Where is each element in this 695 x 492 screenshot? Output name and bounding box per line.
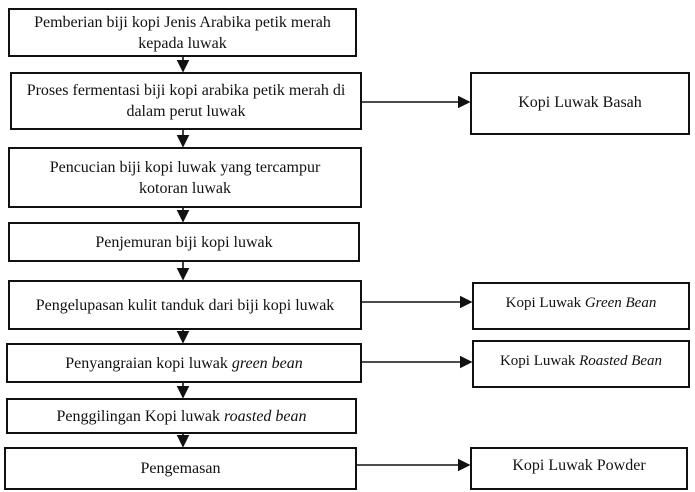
step-box-5: Pengelupasan kulit tanduk dari biji kopi… xyxy=(8,280,362,330)
step-7-text: Penggilingan Kopi luwak xyxy=(56,407,225,425)
step-box-2: Proses fermentasi biji kopi arabika peti… xyxy=(10,72,362,130)
step-7-italic: roasted bean xyxy=(224,407,307,425)
step-box-4: Penjemuran biji kopi luwak xyxy=(8,222,360,262)
step-box-8: Pengemasan xyxy=(4,447,357,490)
step-box-1: Pemberian biji kopi Jenis Arabika petik … xyxy=(8,8,357,57)
output-box-green-bean: Kopi Luwak Green Bean xyxy=(472,282,690,330)
step-1-text: Pemberian biji kopi Jenis Arabika petik … xyxy=(34,13,331,52)
step-4-text: Penjemuran biji kopi luwak xyxy=(95,233,273,251)
step-8-text: Pengemasan xyxy=(140,460,221,477)
output-basah-text: Kopi Luwak Basah xyxy=(518,94,642,111)
step-3-text: Pencucian biji kopi luwak yang tercampur… xyxy=(49,158,321,197)
step-box-3: Pencucian biji kopi luwak yang tercampur… xyxy=(8,147,362,208)
output-roasted-bean-text: Kopi Luwak xyxy=(499,353,580,369)
output-green-bean-text: Kopi Luwak xyxy=(505,295,585,311)
output-roasted-bean-italic: Roasted Bean xyxy=(579,353,663,369)
step-6-italic: green bean xyxy=(231,354,303,372)
step-box-7: Penggilingan Kopi luwak roasted bean xyxy=(6,398,357,434)
step-6-text: Penyangraian kopi luwak xyxy=(65,354,232,372)
output-powder-text: Kopi Luwak Powder xyxy=(512,457,646,474)
output-box-basah: Kopi Luwak Basah xyxy=(470,72,690,135)
step-5-text: Pengelupasan kulit tanduk dari biji kopi… xyxy=(35,296,335,314)
step-box-6: Penyangraian kopi luwak green bean xyxy=(6,343,362,383)
step-2-text: Proses fermentasi biji kopi arabika peti… xyxy=(26,82,346,120)
output-box-roasted-bean: Kopi Luwak Roasted Bean xyxy=(472,340,690,388)
output-box-powder: Kopi Luwak Powder xyxy=(470,447,688,490)
output-green-bean-italic: Green Bean xyxy=(584,295,657,311)
